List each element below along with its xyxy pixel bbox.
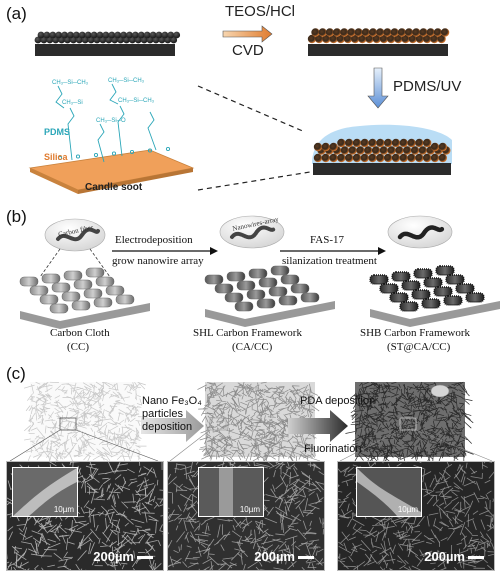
silica-label: Silica: [44, 152, 68, 162]
soot-layer: [34, 31, 181, 44]
step2-label: PDMS/UV: [393, 78, 462, 95]
pdms-label: PDMS: [44, 127, 71, 137]
chem-group: CH₃─Si: [62, 100, 83, 106]
chemistry-inset: [28, 83, 195, 194]
shb-framework-image: [369, 265, 500, 327]
sem-inset-1: 10µm: [12, 467, 78, 517]
electrodeposition-label: Electrodeposition: [115, 234, 193, 246]
sem-image-3: 10µm 200µm: [337, 461, 495, 571]
grow-nanowire-label: grow nanowire array: [112, 255, 204, 267]
panel-c-label: (c): [6, 364, 26, 383]
coated-soot-layer: [307, 28, 450, 44]
substrate-right-top: [308, 44, 448, 56]
item3-abbr: (ST@CA/CC): [387, 341, 451, 353]
item3-name: SHB Carbon Framework: [360, 327, 470, 339]
silanization-label: silanization treatment: [282, 255, 377, 267]
arrow-pdms: [367, 67, 389, 109]
inset-scale-label: 10µm: [53, 505, 74, 514]
arrow-fe3o4: [141, 410, 204, 442]
step1-top-label: TEOS/HCl: [225, 3, 296, 20]
item2-abbr: (CA/CC): [232, 341, 273, 353]
inset-scale-label: 10µm: [239, 505, 260, 514]
fas17-label: FAS-17: [310, 234, 345, 246]
chem-group: CH₃─Si─CH₃: [118, 98, 155, 104]
carbon-cloth-image: [19, 267, 150, 329]
sem-image-2: 10µm 200µm: [167, 461, 325, 571]
panel-a-graphic: [28, 25, 452, 194]
panel-b: (b): [0, 205, 500, 360]
sem-inset-2: 10µm: [198, 467, 264, 517]
pda-step-label: PDA deposition: [300, 395, 376, 407]
scale-label: 200µm: [93, 549, 153, 564]
arrow-pda: [288, 410, 348, 442]
item1-name: Carbon Cloth: [50, 327, 110, 339]
panel-b-graphic: [19, 215, 500, 329]
shl-framework-image: [204, 265, 335, 327]
panel-c-graphic: [9, 381, 493, 464]
panel-a: (a): [0, 0, 500, 200]
substrate-right-bottom: [313, 163, 451, 175]
item1-abbr: (CC): [67, 341, 89, 353]
substrate-left: [35, 44, 175, 56]
scale-label: 200µm: [424, 549, 484, 564]
panel-b-label: (b): [6, 207, 27, 226]
arrow-cvd: [222, 25, 273, 43]
item2-name: SHL Carbon Framework: [193, 327, 302, 339]
inset-scale-label: 10µm: [397, 505, 418, 514]
step1-bottom-label: CVD: [232, 42, 264, 59]
panel-a-label: (a): [6, 4, 27, 23]
chem-group: CH₃─Si─CH₃: [108, 78, 145, 84]
candle-soot-label: Candle soot: [85, 182, 143, 193]
panel-c: (c): [0, 364, 500, 573]
sem-inset-3: 10µm: [356, 467, 422, 517]
fluorination-label: Fluorination: [304, 443, 362, 455]
chem-group: CH₃─Si─CH₃: [52, 80, 89, 86]
foam-white: [23, 381, 148, 464]
scale-label: 200µm: [254, 549, 314, 564]
sem-image-1: 10µm 200µm: [6, 461, 164, 571]
pdms-coated-layer: [312, 124, 452, 164]
chem-group: CH₃─Si─O: [96, 118, 126, 124]
